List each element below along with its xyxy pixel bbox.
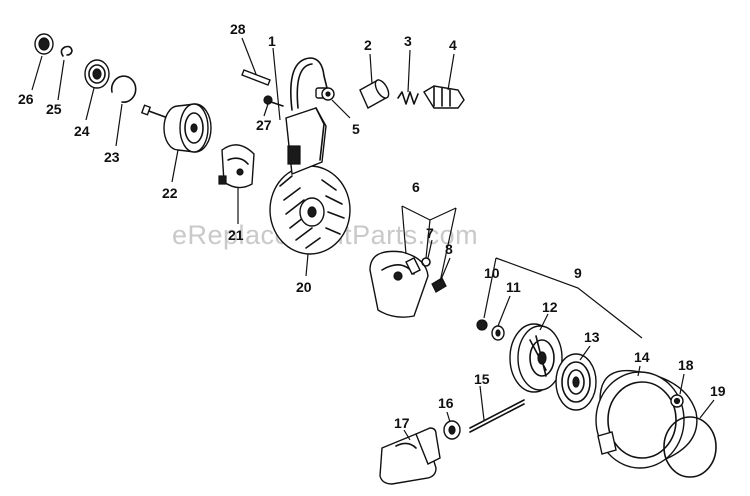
part-15-starter-rope [469,399,525,433]
callout-2: 2 [364,37,372,53]
callout-4: 4 [449,37,457,53]
part-12-rope-pulley [509,323,563,393]
callout-18: 18 [678,357,694,373]
part-28-terminal [241,69,271,86]
callout-13: 13 [584,329,600,345]
callout-27: 27 [256,117,272,133]
callout-5: 5 [352,121,360,137]
callout-16: 16 [438,395,454,411]
part-13-recoil-spring [555,353,597,411]
part-8-pawl [431,277,447,293]
callout-10: 10 [484,265,500,281]
callout-8: 8 [445,241,453,257]
part-20-flywheel [269,165,351,255]
part-23-snap-ring [110,75,137,103]
callout-7: 7 [426,225,434,241]
callout-6: 6 [412,179,420,195]
callout-25: 25 [46,101,62,117]
callout-24: 24 [74,123,90,139]
callout-14: 14 [634,349,650,365]
callout-15: 15 [474,371,490,387]
callout-12: 12 [542,299,558,315]
part-24-bearing [84,59,110,89]
part-17-starter-handle [379,427,441,485]
part-22-clutch-drum [140,103,212,153]
callout-labels: 26 25 24 23 22 21 20 28 1 27 2 3 4 5 6 7… [18,21,726,431]
callout-17: 17 [394,415,410,431]
leader-lines [31,37,715,441]
part-3-spring [397,91,419,105]
callout-1: 1 [268,33,276,49]
part-5-ground-clip [321,87,335,101]
part-2-plug-boot [359,79,390,109]
callout-19: 19 [710,383,726,399]
callout-28: 28 [230,21,246,37]
part-14-starter-housing [595,369,698,469]
callout-21: 21 [228,227,244,243]
part-4-spark-plug [423,85,465,109]
part-18-screw [670,394,684,408]
callout-22: 22 [162,185,178,201]
callout-3: 3 [404,33,412,49]
part-11-washer [491,325,505,341]
part-19-o-ring [663,416,717,478]
callout-9: 9 [574,265,582,281]
part-10-bolt [476,319,488,331]
part-26-cap-washer [34,33,54,55]
part-7-pawl-spring [421,257,431,267]
part-6-pawl-carrier [369,250,429,318]
part-1-ignition-coil [285,57,329,175]
part-27-screw [263,95,284,107]
callout-23: 23 [104,149,120,165]
callout-20: 20 [296,279,312,295]
part-21-clutch-assembly [218,144,255,189]
callout-26: 26 [18,91,34,107]
callout-11: 11 [506,279,521,295]
part-25-retaining-clip [60,45,73,57]
part-16-grommet [443,420,461,440]
